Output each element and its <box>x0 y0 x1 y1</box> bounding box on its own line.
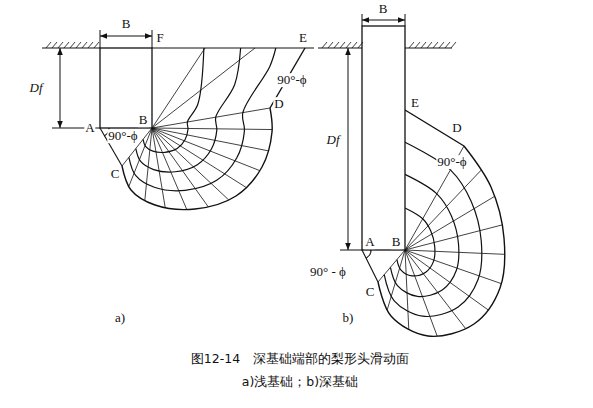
slip-line <box>405 110 464 146</box>
ground-hatch <box>352 42 357 48</box>
point-label: F <box>155 31 164 45</box>
point-label: A <box>364 235 375 249</box>
dimension-line <box>60 48 61 128</box>
slip-line <box>362 250 378 282</box>
dimension-line <box>100 36 152 37</box>
ground-hatch <box>415 42 420 48</box>
ground-hatch <box>358 42 363 48</box>
radial-line <box>405 250 488 310</box>
radial-line <box>405 250 437 336</box>
ground-hatch <box>451 42 456 48</box>
radial-line <box>405 250 466 329</box>
ground-hatch <box>340 42 345 48</box>
radial-line <box>152 48 255 128</box>
ground-hatch <box>52 42 57 48</box>
angle-label: 90°-ϕ <box>436 155 467 169</box>
point-label: E <box>298 31 308 45</box>
ground-hatch <box>427 42 432 48</box>
ground-line <box>152 48 314 49</box>
ground-hatch <box>94 42 99 48</box>
ground-hatch <box>82 42 87 48</box>
radial-line <box>405 250 409 330</box>
point-label: D <box>451 121 462 135</box>
figure-tag: a) <box>114 311 126 325</box>
dimension-line <box>348 48 349 250</box>
ground-hatch <box>88 42 93 48</box>
extension-line <box>340 250 362 251</box>
point-label: E <box>410 96 420 110</box>
caption-line: a)浅基础；b)深基础 <box>241 375 359 388</box>
point-label: A <box>84 121 95 135</box>
ground-hatch <box>70 42 75 48</box>
radial-line <box>387 250 405 310</box>
radial-line <box>152 128 268 151</box>
ground-hatch <box>322 42 327 48</box>
ground-hatch <box>334 42 339 48</box>
point-label: D <box>273 97 284 111</box>
slip-surface <box>122 108 272 209</box>
ground-hatch <box>76 42 81 48</box>
radial-line <box>152 128 260 171</box>
point-label: C <box>365 285 376 299</box>
angle-label: 90°-ϕ <box>107 129 138 143</box>
radial-line <box>152 108 270 128</box>
ground-hatch <box>346 42 351 48</box>
point-label: C <box>110 167 121 181</box>
extension-line <box>152 30 153 48</box>
ground-hatch <box>328 42 333 48</box>
point-label: B <box>138 113 149 127</box>
ground-hatch <box>421 42 426 48</box>
radial-line <box>152 128 187 209</box>
dimension-label: B <box>121 17 132 31</box>
ground-hatch <box>58 42 63 48</box>
ground-line <box>42 48 100 49</box>
radial-line <box>152 48 205 128</box>
angle-arc <box>366 250 371 258</box>
ground-hatch <box>445 42 450 48</box>
ground-hatch <box>46 42 51 48</box>
angle-label: 90°-ϕ <box>276 73 307 87</box>
radial-line <box>152 128 272 130</box>
radial-line <box>152 128 208 207</box>
radial-line <box>152 128 229 200</box>
dimension-label: Df <box>29 81 44 95</box>
dimension-label: B <box>378 2 389 16</box>
dimension-label: Df <box>326 133 341 147</box>
radial-line <box>405 225 502 250</box>
ground-hatch <box>64 42 69 48</box>
radial-line <box>145 128 152 201</box>
figure-tag: b) <box>342 311 355 325</box>
ground-hatch <box>433 42 438 48</box>
foundation <box>100 48 152 128</box>
angle-label: 90° - ϕ <box>309 265 347 279</box>
radial-line <box>405 250 505 254</box>
dimension-line <box>362 20 405 21</box>
radial-line <box>405 196 495 250</box>
ground-hatch <box>439 42 444 48</box>
radial-line <box>405 250 501 284</box>
caption: 图12-14 深基础端部的梨形头滑动面 <box>190 352 410 365</box>
radial-line <box>152 128 165 208</box>
ground-hatch <box>409 42 414 48</box>
point-label: B <box>391 235 402 249</box>
foundation <box>362 26 405 250</box>
extension-line <box>100 30 101 48</box>
radial-line <box>378 250 405 282</box>
